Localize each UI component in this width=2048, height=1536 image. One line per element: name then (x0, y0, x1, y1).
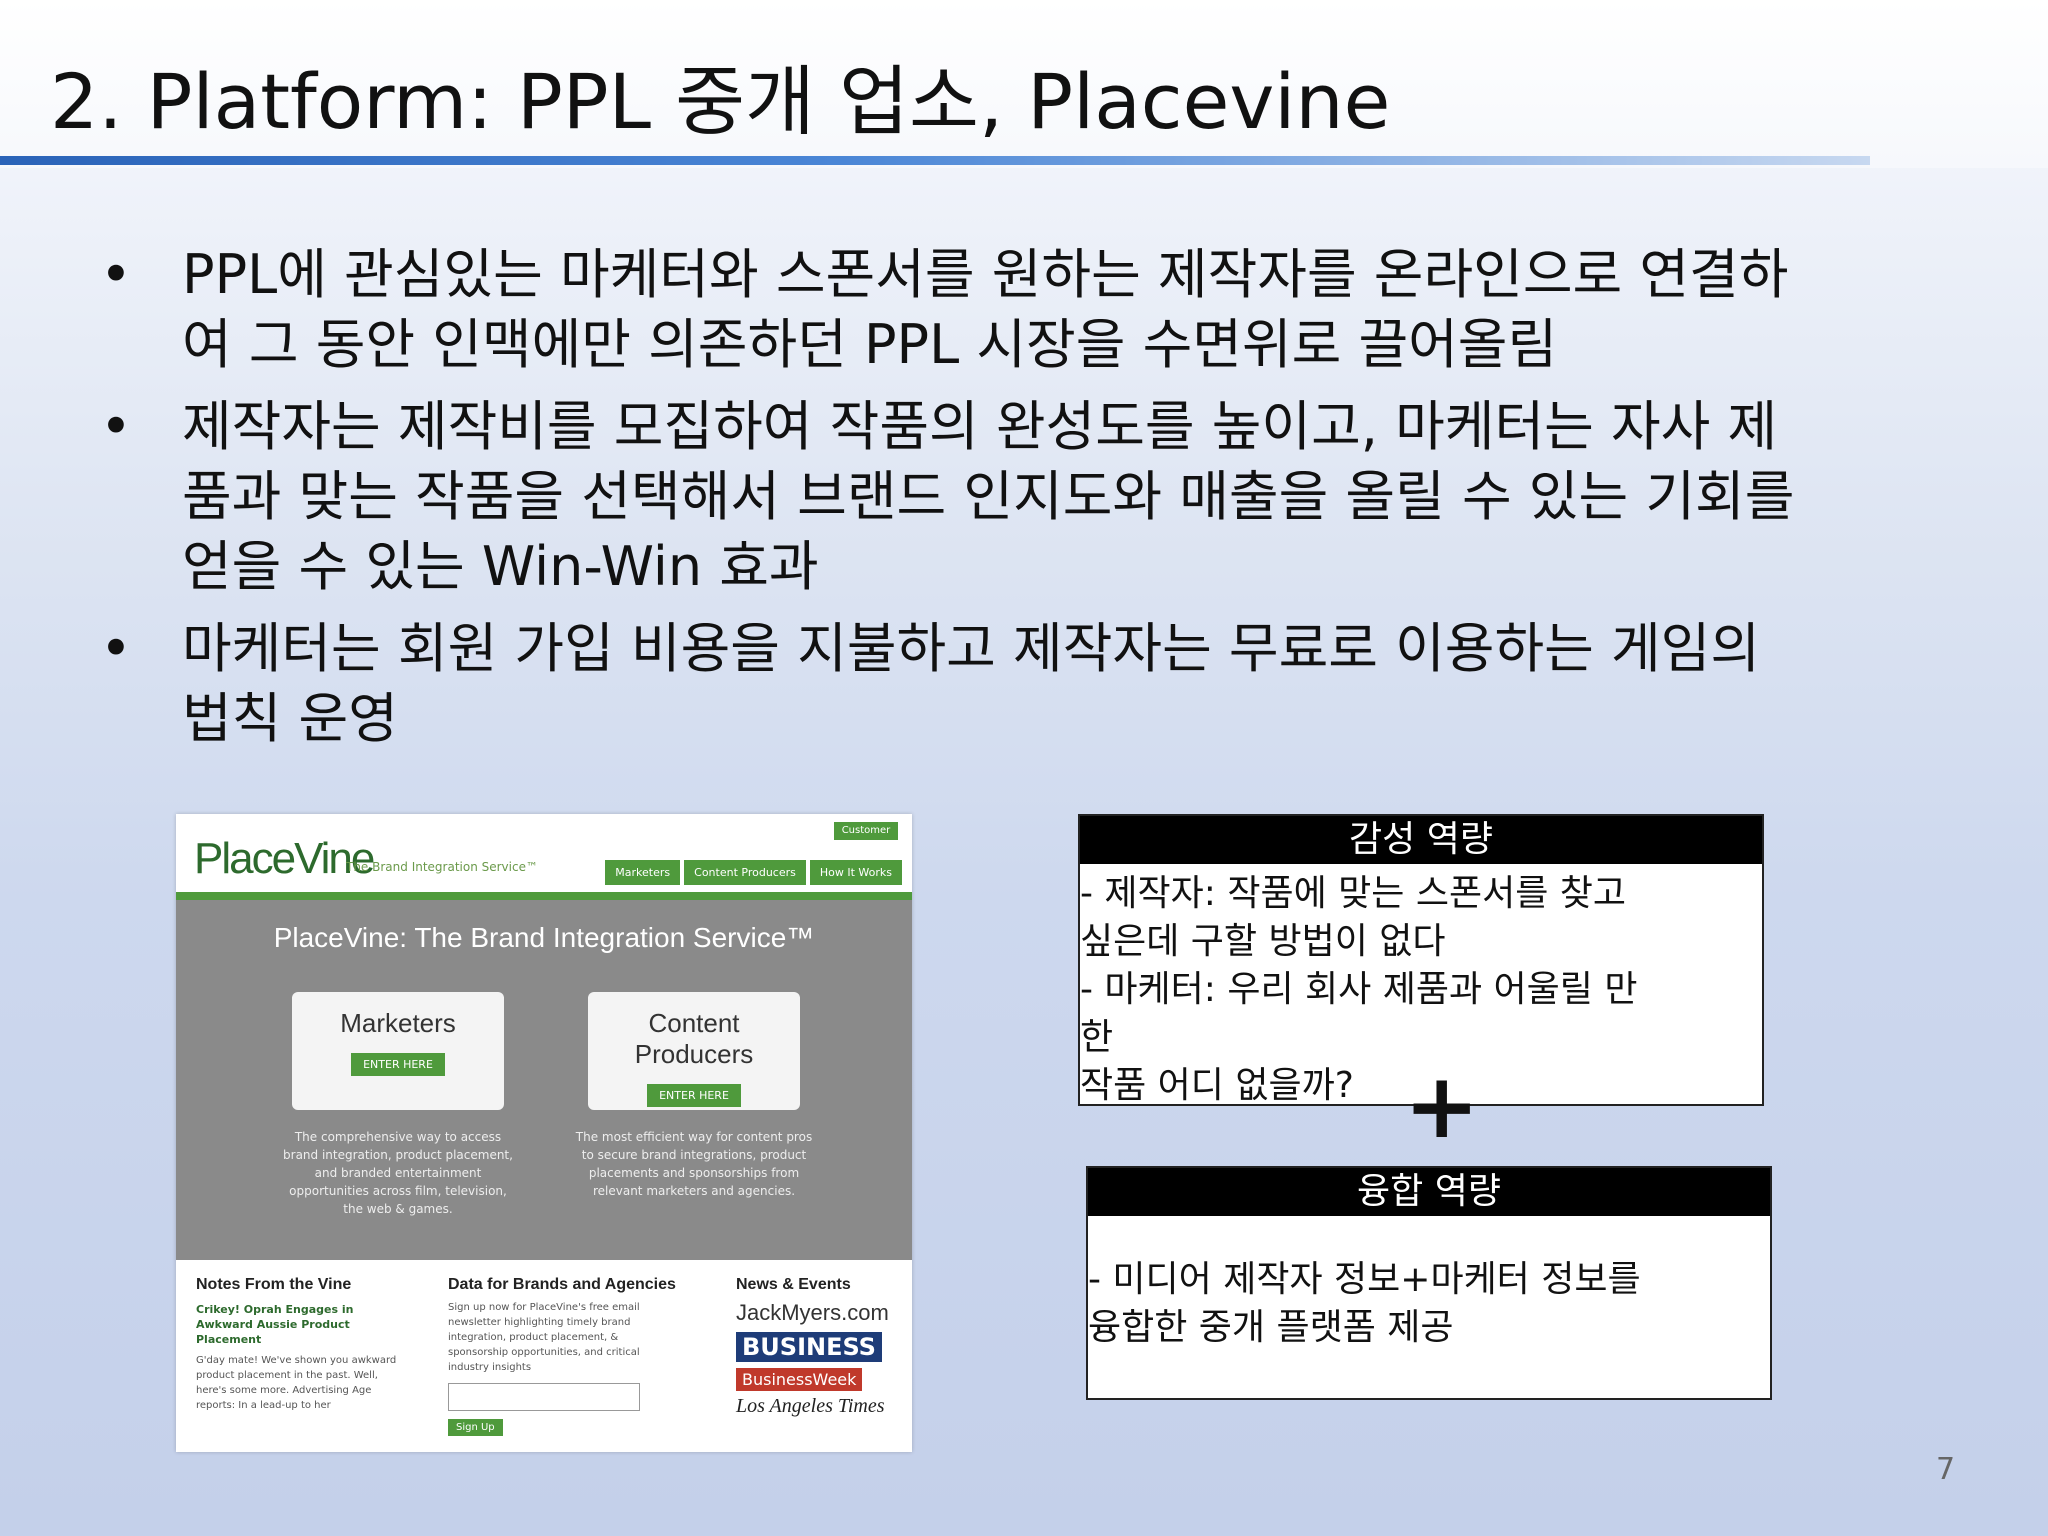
plus-icon: + (1404, 1054, 1480, 1159)
box1-line: - 마케터: 우리 회사 제품과 어울릴 만 (1080, 969, 1638, 1010)
signup-button: Sign Up (448, 1419, 503, 1436)
slide-title: 2. Platform: PPL 중개 업소, Placevine (50, 57, 1391, 146)
newsletter-input (448, 1383, 640, 1411)
box2-body: - 미디어 제작자 정보+마케터 정보를 융합한 중개 플랫폼 제공 (1088, 1216, 1770, 1352)
tab-content-producers: Content Producers (684, 860, 806, 885)
customer-login-button: Customer Login (834, 822, 898, 854)
data-text: Sign up now for PlaceVine's free email n… (448, 1302, 640, 1373)
hero-title: PlaceVine: The Brand Integration Service… (273, 922, 815, 953)
notes-column: Notes From the Vine Crikey! Oprah Engage… (196, 1276, 406, 1413)
box2-line: 융합한 중개 플랫폼 제공 (1088, 1307, 1454, 1348)
marketers-enter-button: ENTER HERE (351, 1053, 445, 1076)
bullet-dot: • (100, 395, 132, 458)
notes-link: Crikey! Oprah Engages in Awkward Aussie … (196, 1303, 354, 1346)
tab-how-it-works: How It Works (809, 860, 902, 885)
tab-marketers: Marketers (605, 860, 681, 885)
bullet-item: • 제작자는 제작비를 모집하여 작품의 완성도를 높이고, 마케터는 자사 제… (100, 392, 2000, 602)
marketers-card: Marketers ENTER HERE (292, 992, 504, 1110)
title-divider (0, 156, 1870, 165)
notes-text: G'day mate! We've shown you awkward prod… (196, 1355, 397, 1411)
bullet-line: PPL에 관심있는 마케터와 스폰서를 원하는 제작자를 온라인으로 연결하 (182, 243, 1789, 306)
placevine-screenshot: PlaceVine The Brand Integration Service™… (176, 814, 912, 1452)
screenshot-footer: Notes From the Vine Crikey! Oprah Engage… (176, 1260, 912, 1452)
page-number: 7 (1936, 1452, 1956, 1487)
placevine-tagline: The Brand Integration Service™ (346, 860, 538, 874)
convergence-capability-box: 융합 역량 - 미디어 제작자 정보+마케터 정보를 융합한 중개 플랫폼 제공 (1086, 1166, 1772, 1400)
screenshot-tabs: Marketers Content Producers How It Works (605, 860, 902, 885)
bullet-line: 제작자는 제작비를 모집하여 작품의 완성도를 높이고, 마케터는 자사 제 (182, 395, 1778, 458)
bullet-dot: • (100, 243, 132, 306)
box1-body: - 제작자: 작품에 맞는 스폰서를 찾고 싶은데 구할 방법이 없다 - 마케… (1080, 864, 1762, 1110)
producers-enter-button: ENTER HERE (647, 1084, 741, 1107)
box1-header: 감성 역량 (1080, 816, 1762, 864)
title-bar (0, 0, 2048, 168)
box2-line: - 미디어 제작자 정보+마케터 정보를 (1088, 1259, 1641, 1300)
news-column: News & Events JackMyers.com BUSINESS Bus… (736, 1276, 912, 1418)
producers-card-title: Content Producers (634, 1008, 754, 1069)
news-logo-business: BUSINESS (736, 1332, 882, 1362)
news-logo-businessweek: BusinessWeek (736, 1368, 863, 1391)
notes-title: Notes From the Vine (196, 1276, 352, 1293)
bullet-line: 법칙 운영 (182, 687, 398, 750)
bullet-list: • PPL에 관심있는 마케터와 스폰서를 원하는 제작자를 온라인으로 연결하… (100, 240, 2000, 766)
screenshot-header: PlaceVine The Brand Integration Service™… (176, 814, 912, 894)
bullet-item: • 마케터는 회원 가입 비용을 지불하고 제작자는 무료로 이용하는 게임의 … (100, 614, 2000, 754)
news-title: News & Events (736, 1276, 851, 1293)
bullet-line: 품과 맞는 작품을 선택해서 브랜드 인지도와 매출을 올릴 수 있는 기회를 (182, 465, 1795, 528)
box1-line: 싶은데 구할 방법이 없다 (1080, 921, 1446, 962)
bullet-line: 여 그 동안 인맥에만 의존하던 PPL 시장을 수면위로 끌어올림 (182, 313, 1558, 376)
producers-card: Content Producers ENTER HERE (588, 992, 800, 1110)
box2-header: 융합 역량 (1088, 1168, 1770, 1216)
emotional-capability-box: 감성 역량 - 제작자: 작품에 맞는 스폰서를 찾고 싶은데 구할 방법이 없… (1078, 814, 1764, 1106)
marketers-description: The comprehensive way to access brand in… (283, 1130, 513, 1216)
box1-line: 작품 어디 없을까? (1080, 1065, 1354, 1106)
marketers-card-title: Marketers (340, 1008, 456, 1038)
bullet-item: • PPL에 관심있는 마케터와 스폰서를 원하는 제작자를 온라인으로 연결하… (100, 240, 2000, 380)
data-title: Data for Brands and Agencies (448, 1276, 676, 1293)
screenshot-hero-area: PlaceVine: The Brand Integration Service… (176, 900, 912, 1260)
box1-line: - 제작자: 작품에 맞는 스폰서를 찾고 (1080, 873, 1627, 914)
news-logo-jackmyers: JackMyers.com (736, 1300, 889, 1325)
screenshot-green-bar (176, 892, 912, 900)
news-logo-latimes: Los Angeles Times (736, 1395, 885, 1417)
placevine-logo: PlaceVine (194, 834, 375, 883)
bullet-line: 마케터는 회원 가입 비용을 지불하고 제작자는 무료로 이용하는 게임의 (182, 617, 1761, 680)
producers-description: The most efficient way for content pros … (575, 1130, 813, 1198)
bullet-dot: • (100, 617, 132, 680)
box1-line: 한 (1080, 1017, 1114, 1058)
bullet-line: 얻을 수 있는 Win-Win 효과 (182, 535, 819, 598)
data-column: Data for Brands and Agencies Sign up now… (448, 1276, 676, 1436)
